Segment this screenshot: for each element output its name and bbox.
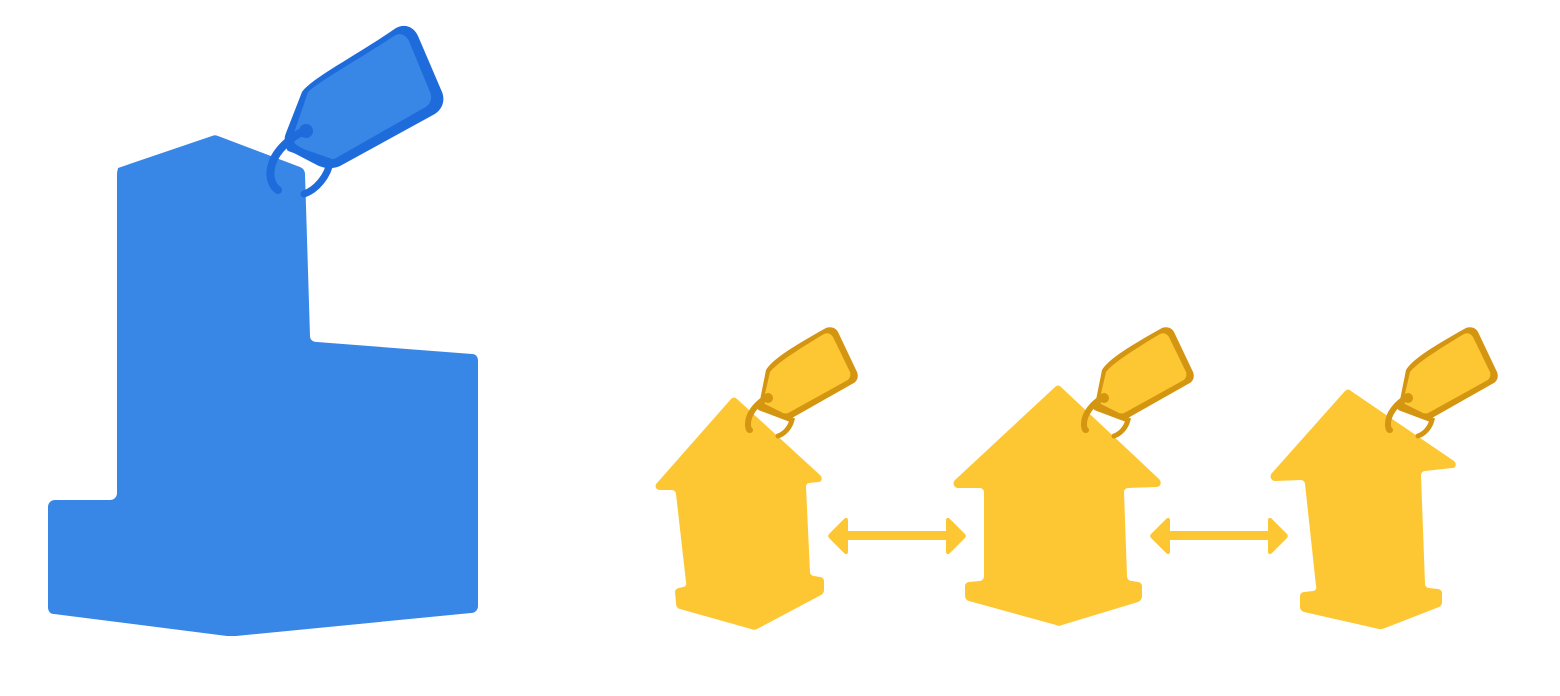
small-tagged-shape-2 (953, 327, 1194, 626)
house-shape-2 (953, 385, 1161, 626)
large-price-tag-icon (266, 25, 444, 198)
small-price-tag-icon-2 (1080, 327, 1194, 439)
large-tagged-shape (48, 25, 478, 636)
house-shape-3 (1270, 389, 1456, 629)
large-building-shape (48, 135, 478, 636)
small-price-tag-icon-1 (744, 327, 858, 439)
small-tagged-shape-1 (655, 327, 858, 630)
small-tagged-shape-3 (1270, 327, 1498, 629)
small-price-tag-icon-3 (1384, 327, 1498, 439)
double-headed-arrow-icon-2 (1150, 517, 1288, 555)
house-shape-1 (655, 397, 824, 630)
double-headed-arrow-icon-1 (828, 517, 966, 555)
